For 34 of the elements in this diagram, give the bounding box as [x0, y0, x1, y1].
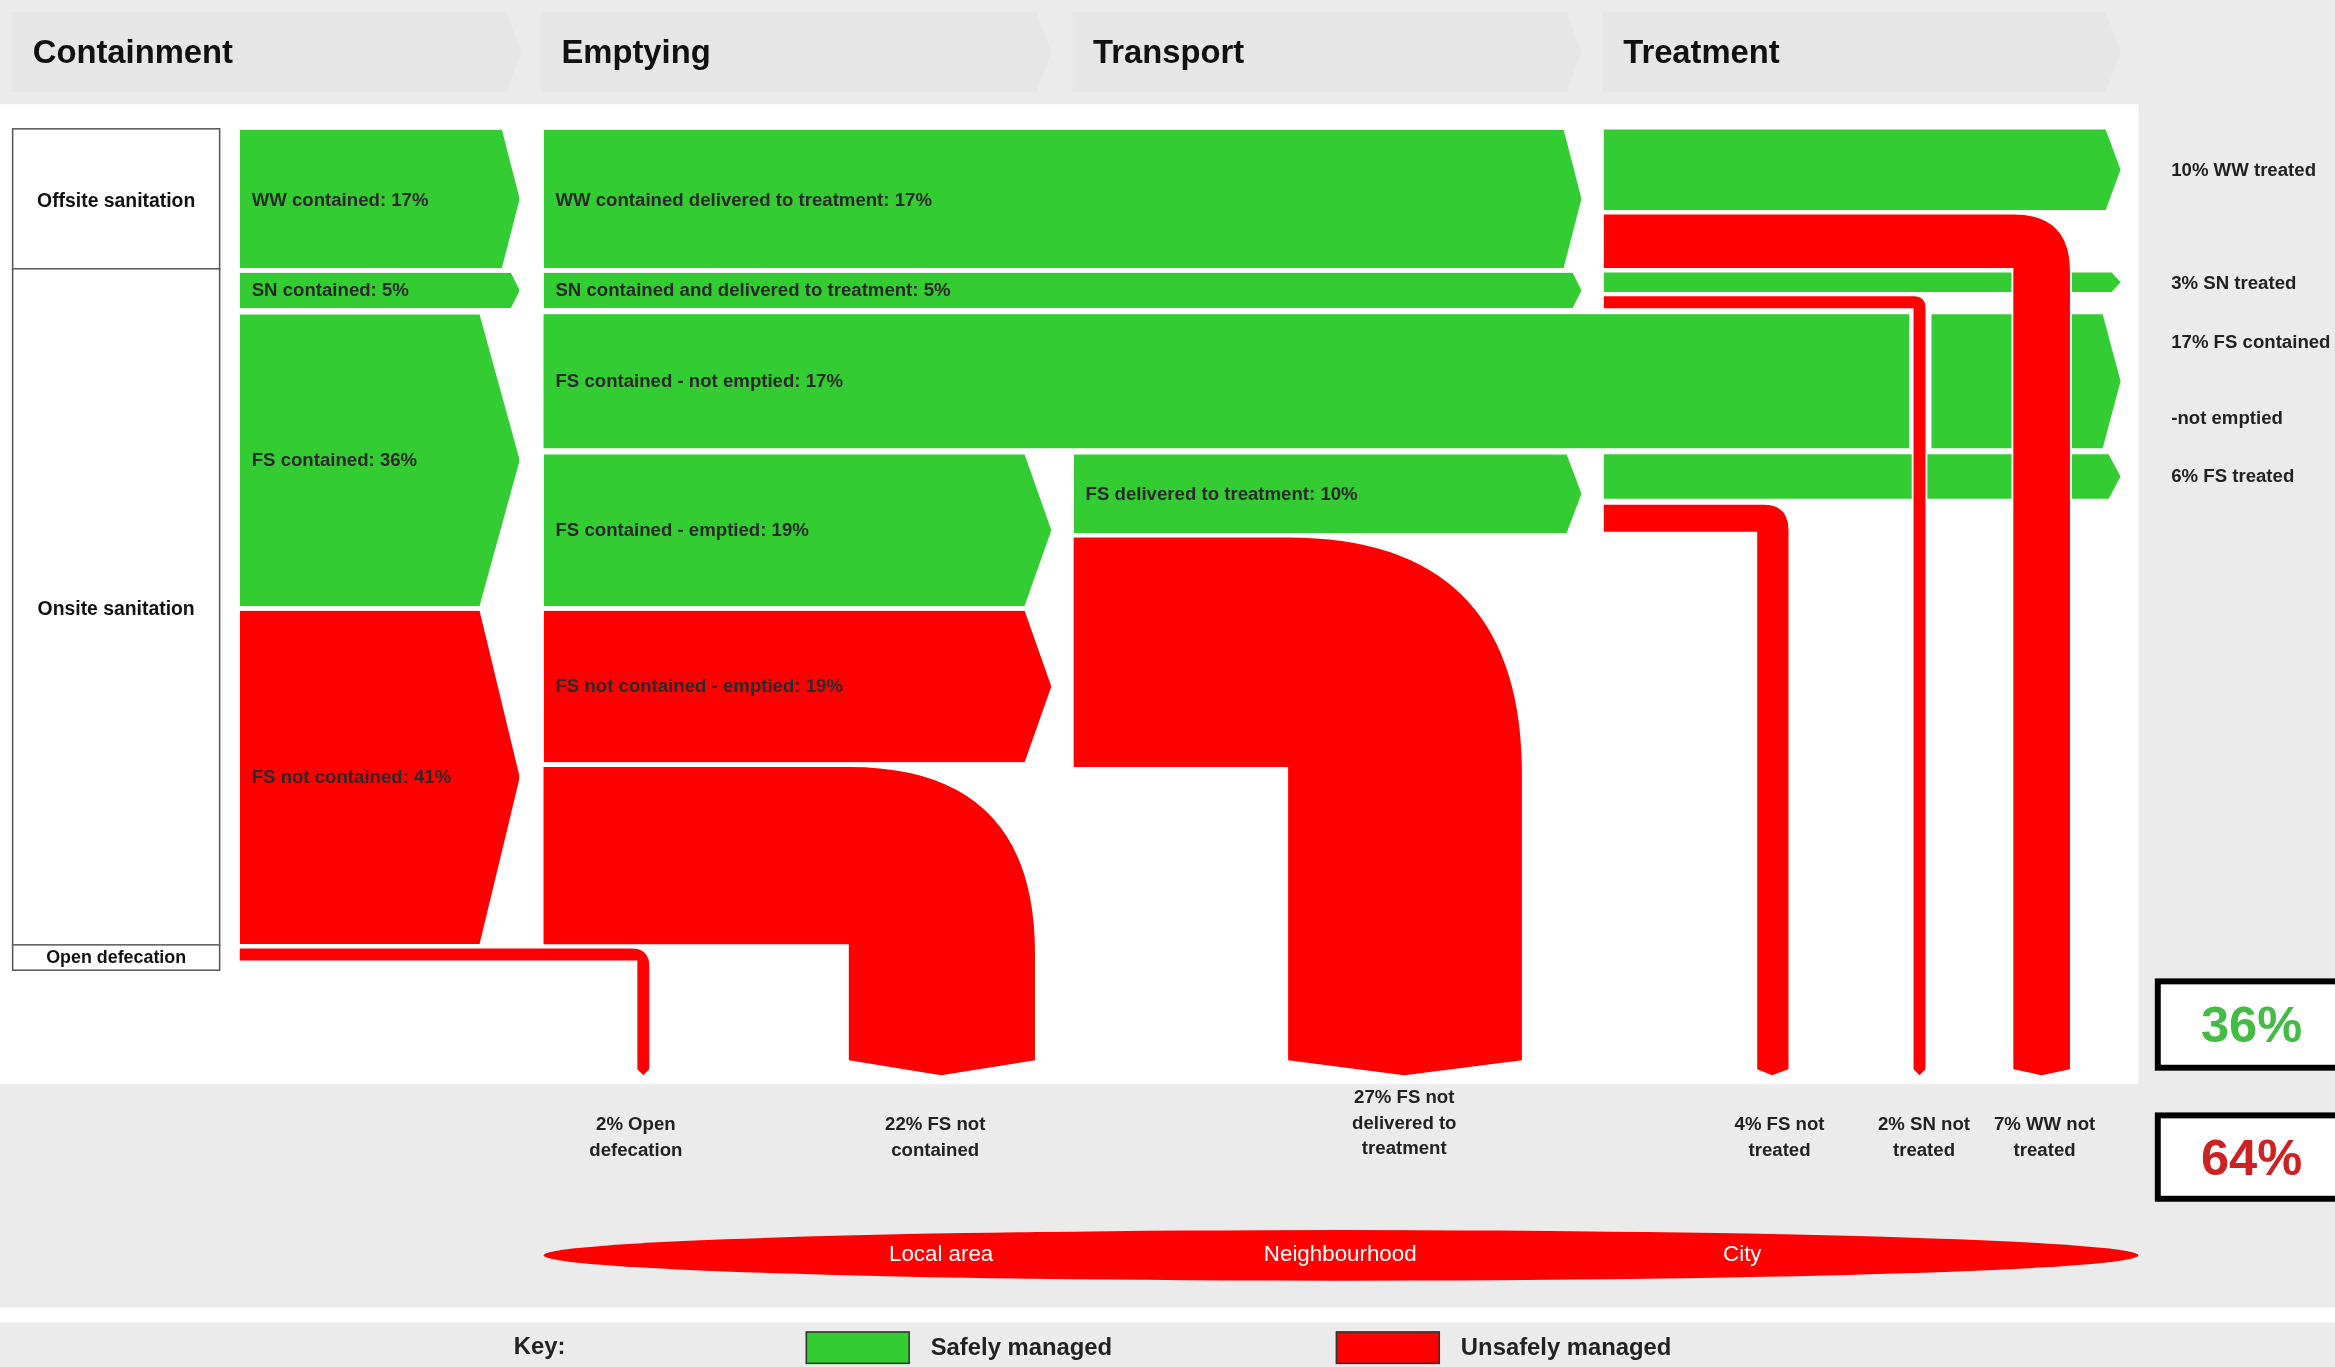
- flow-band: SN contained and delivered to treatment: 5%: [543, 272, 1582, 309]
- flow-band: SN contained: 5%: [239, 272, 520, 309]
- flow-band: FS delivered to treatment: 10%: [1073, 454, 1582, 534]
- stage-header: Containment: [11, 11, 522, 93]
- outcome-label: 6% FS treated: [2171, 465, 2296, 489]
- legend-label: Unsafely managed: [1460, 1334, 1672, 1362]
- outcome-label: 27% FS not delivered to treatment: [1351, 1086, 1458, 1161]
- stage-header: Transport: [1072, 11, 1582, 93]
- stage-header: Emptying: [540, 11, 1052, 93]
- flow-band: WW contained: 17%: [239, 129, 520, 269]
- percentage-box: 64%: [2154, 1112, 2335, 1202]
- outcome-label: 4% FS not treated: [1733, 1112, 1826, 1163]
- outcome-label: 7% WW not treated: [1992, 1112, 2097, 1163]
- flow-band: FS contained: 36%: [239, 314, 520, 607]
- flow-band: FS not contained - emptied: 19%: [543, 610, 1052, 763]
- outcome-label: 2% SN not treated: [1876, 1112, 1971, 1163]
- flow-band: FS contained - emptied: 19%: [543, 454, 1052, 607]
- flow-band: FS contained - not emptied: 17%: [543, 314, 1910, 449]
- outcome-label: 2% Open defecation: [588, 1112, 684, 1163]
- key-label: Key:: [513, 1332, 567, 1359]
- outcome-label: 17% FS contained: [2171, 331, 2332, 355]
- zone-label: Local area: [889, 1240, 994, 1266]
- row-label-box: Open defecation: [11, 944, 221, 971]
- outcome-label: 22% FS not contained: [884, 1112, 987, 1163]
- legend-label: Safely managed: [930, 1334, 1113, 1362]
- zone-label: City: [1723, 1240, 1762, 1266]
- outcome-label: -not emptied: [2171, 407, 2284, 431]
- stage-header: Treatment: [1602, 11, 2121, 93]
- outcome-label: 10% WW treated: [2171, 158, 2317, 183]
- flow-band: FS not contained: 41%: [239, 610, 520, 945]
- zone-label: Neighbourhood: [1263, 1240, 1417, 1266]
- outcome-label: 3% SN treated: [2171, 271, 2298, 296]
- flow-band: WW contained delivered to treatment: 17%: [543, 129, 1582, 269]
- percentage-box: 36%: [2154, 978, 2335, 1071]
